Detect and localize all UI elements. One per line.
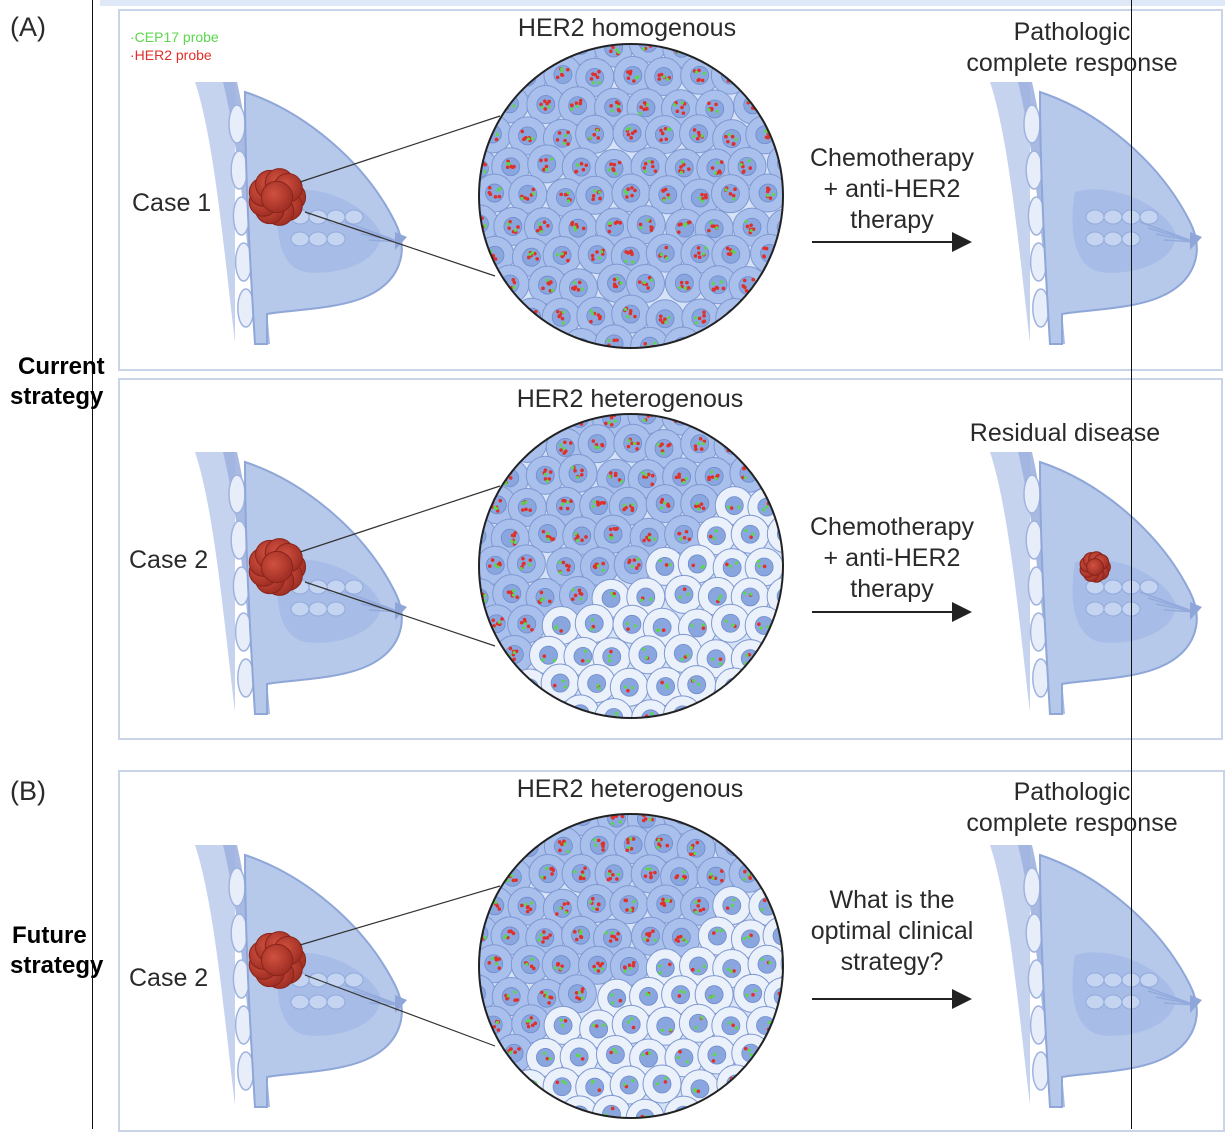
treatment-1-line3: therapy [810,205,974,236]
cell-circle-2 [439,394,840,738]
current-strategy-line1: Current [10,352,105,382]
treatment-2: Chemotherapy + anti-HER2 therapy [810,512,974,605]
future-strategy-line2: strategy [10,951,103,981]
section-label-a: (A) [10,12,46,42]
circle-title-3: HER2 heterogenous [517,774,744,804]
case-label-2: Case 2 [129,545,208,575]
case-label-3: Case 2 [129,963,208,993]
treatment-2-line1: Chemotherapy [810,512,974,543]
treatment-2-line2: + anti-HER2 [810,543,974,574]
treatment-1-line1: Chemotherapy [810,143,974,174]
treatment-1: Chemotherapy + anti-HER2 therapy [810,143,974,236]
legend-cep17: ·CEP17 probe [130,28,219,46]
breast-left-1 [195,82,407,344]
treatment-3-line2: optimal clinical [811,916,974,947]
current-strategy-line2: strategy [10,382,105,412]
outcome-3: Pathologic complete response [966,777,1177,839]
treatment-3: What is the optimal clinical strategy? [811,885,974,978]
treatment-2-line3: therapy [810,574,974,605]
treatment-1-line2: + anti-HER2 [810,174,974,205]
divider-right [1131,0,1132,1129]
circle-title-1: HER2 homogenous [518,13,736,43]
breast-right-3 [990,845,1202,1107]
outcome-3-line1: Pathologic [966,777,1177,808]
future-strategy-line1: Future [10,921,103,951]
outcome-2-line1: Residual disease [970,418,1160,448]
case-label-1: Case 1 [132,188,211,218]
cell-circle-3 [440,795,839,1129]
breast-right-1 [990,82,1202,344]
future-strategy-label: Future strategy [10,921,103,981]
outcome-1-line1: Pathologic [966,17,1177,48]
circle-title-2: HER2 heterogenous [517,384,744,414]
outcome-1: Pathologic complete response [966,17,1177,79]
cell-circle-1 [442,24,839,368]
legend-her2: ·HER2 probe [130,46,212,64]
treatment-3-line3: strategy? [811,947,974,978]
current-strategy-label: Current strategy [10,352,105,412]
breast-right-2 [990,452,1202,714]
treatment-3-line1: What is the [811,885,974,916]
outcome-3-line2: complete response [966,808,1177,839]
breast-left-3 [195,845,407,1107]
outcome-2: Residual disease [970,418,1160,448]
section-label-b: (B) [10,776,46,806]
outcome-1-line2: complete response [966,48,1177,79]
breast-left-2 [195,452,407,714]
